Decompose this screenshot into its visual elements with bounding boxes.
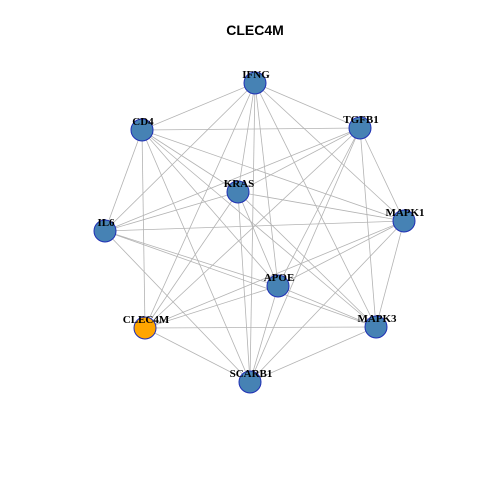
node-cd4 <box>130 118 154 142</box>
edge-mapk1-mapk3 <box>375 220 405 328</box>
node-ifng <box>243 71 267 95</box>
edge-clec4m-scarb1 <box>144 327 251 383</box>
edge-mapk1-scarb1 <box>249 220 405 383</box>
edge-mapk1-il6 <box>104 220 405 232</box>
edge-ifng-apoe <box>254 82 279 287</box>
edge-tgfb1-kras <box>237 127 361 193</box>
edge-tgfb1-cd4 <box>141 127 361 131</box>
edge-mapk3-scarb1 <box>249 326 377 383</box>
edge-ifng-scarb1 <box>249 82 256 383</box>
edge-ifng-mapk3 <box>254 82 377 328</box>
edge-cd4-apoe <box>141 129 279 287</box>
edge-tgfb1-apoe <box>277 127 361 287</box>
edge-ifng-clec4m <box>144 82 256 329</box>
node-clec4m <box>133 316 157 340</box>
edge-apoe-mapk3 <box>277 285 377 328</box>
edge-il6-scarb1 <box>104 230 251 383</box>
edge-ifng-tgfb1 <box>254 82 361 129</box>
edge-tgfb1-mapk3 <box>359 127 377 328</box>
edge-kras-il6 <box>104 191 239 232</box>
edge-ifng-mapk1 <box>254 82 405 222</box>
edge-cd4-kras <box>141 129 239 193</box>
node-label-scarb1: SCARB1 <box>230 368 273 380</box>
node-label-cd4: CD4 <box>132 116 154 128</box>
edge-cd4-scarb1 <box>141 129 251 383</box>
edge-ifng-il6 <box>104 82 256 232</box>
edge-kras-mapk3 <box>237 191 377 328</box>
node-tgfb1 <box>348 116 372 140</box>
node-label-apoe: APOE <box>264 272 295 284</box>
edge-cd4-mapk1 <box>141 129 405 222</box>
edge-mapk1-apoe <box>277 220 405 287</box>
node-label-kras: KRAS <box>224 178 255 190</box>
node-label-mapk3: MAPK3 <box>357 313 397 325</box>
edge-tgfb1-clec4m <box>144 127 361 329</box>
node-layer <box>93 71 416 394</box>
node-label-clec4m: CLEC4M <box>123 314 170 326</box>
edge-kras-clec4m <box>144 191 239 329</box>
node-label-il6: IL6 <box>97 217 115 229</box>
edge-tgfb1-scarb1 <box>249 127 361 383</box>
diagram-title: CLEC4M <box>226 22 284 38</box>
node-mapk3 <box>364 315 388 339</box>
node-label-tgfb1: TGFB1 <box>343 114 378 126</box>
edge-il6-apoe <box>104 230 279 287</box>
edge-layer <box>104 82 405 383</box>
node-scarb1 <box>238 370 262 394</box>
node-mapk1 <box>392 209 416 233</box>
edge-il6-mapk3 <box>104 230 377 328</box>
edge-ifng-cd4 <box>141 82 256 131</box>
node-apoe <box>266 274 290 298</box>
edge-mapk1-clec4m <box>144 220 405 329</box>
edge-apoe-clec4m <box>144 285 279 329</box>
node-label-mapk1: MAPK1 <box>385 207 424 219</box>
edge-clec4m-mapk3 <box>144 326 377 329</box>
node-label-ifng: IFNG <box>242 69 270 81</box>
edge-cd4-mapk3 <box>141 129 377 328</box>
edge-tgfb1-il6 <box>104 127 361 232</box>
edge-kras-mapk1 <box>237 191 405 222</box>
node-il6 <box>93 219 117 243</box>
node-kras <box>226 180 250 204</box>
edge-tgfb1-mapk1 <box>359 127 405 222</box>
edge-kras-apoe <box>237 191 279 287</box>
edge-cd4-il6 <box>104 129 143 232</box>
edge-cd4-clec4m <box>141 129 146 329</box>
edge-apoe-scarb1 <box>249 285 279 383</box>
edge-ifng-kras <box>237 82 256 193</box>
